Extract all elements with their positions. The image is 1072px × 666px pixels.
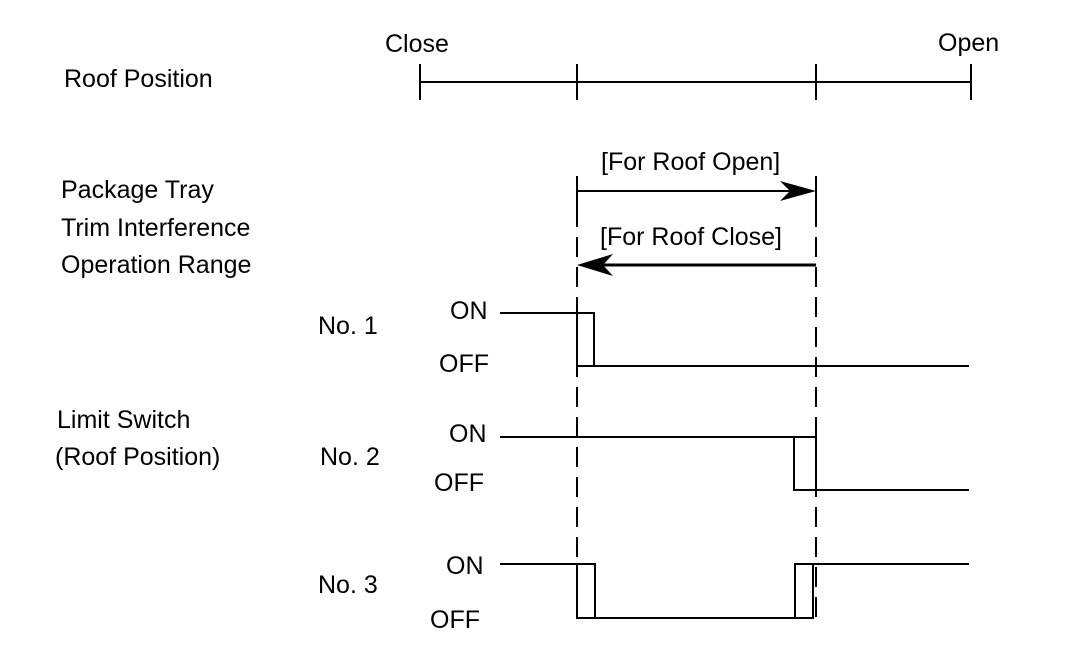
switch-3-name: No. 3	[318, 571, 378, 599]
switch-2-waveform	[500, 436, 969, 491]
operation-range-label-line-2: Trim Interference	[61, 214, 250, 242]
switch-2-name: No. 2	[320, 443, 380, 471]
operation-range-label-line-3: Operation Range	[61, 251, 251, 279]
limit-switch-label-line-1: Limit Switch	[57, 406, 190, 434]
switch-2: No. 2 ON OFF	[320, 420, 969, 497]
switch-1-on-label: ON	[450, 297, 488, 325]
dashed-guides	[576, 207, 817, 618]
limit-switch-label: Limit Switch (Roof Position)	[55, 406, 220, 471]
close-label: Close	[385, 30, 449, 58]
operation-range-label: Package Tray Trim Interference Operation…	[61, 176, 257, 279]
switch-1-waveform	[500, 312, 969, 367]
roof-open-arrowhead	[780, 181, 816, 201]
roof-position-label: Roof Position	[64, 65, 213, 93]
switch-1-name: No. 1	[318, 312, 378, 340]
roof-close-arrowhead	[577, 254, 613, 276]
operation-range-label-line-1: Package Tray	[61, 176, 214, 204]
switch-3: No. 3 ON OFF	[318, 552, 969, 634]
roof-open-range-label: [For Roof Open]	[601, 148, 780, 176]
switch-1-off-label: OFF	[439, 350, 489, 378]
switch-2-on-label: ON	[449, 420, 487, 448]
switch-3-waveform	[500, 563, 969, 619]
open-label: Open	[938, 29, 999, 57]
switch-1: No. 1 ON OFF	[318, 297, 969, 378]
roof-close-range-label: [For Roof Close]	[600, 223, 782, 251]
operation-range-section: Package Tray Trim Interference Operation…	[61, 148, 817, 279]
switch-3-on-label: ON	[446, 552, 484, 580]
limit-switch-label-line-2: (Roof Position)	[55, 443, 220, 471]
switch-2-off-label: OFF	[434, 469, 484, 497]
roof-position-scale: Roof Position Close Open	[64, 29, 999, 100]
switch-3-off-label: OFF	[430, 606, 480, 634]
